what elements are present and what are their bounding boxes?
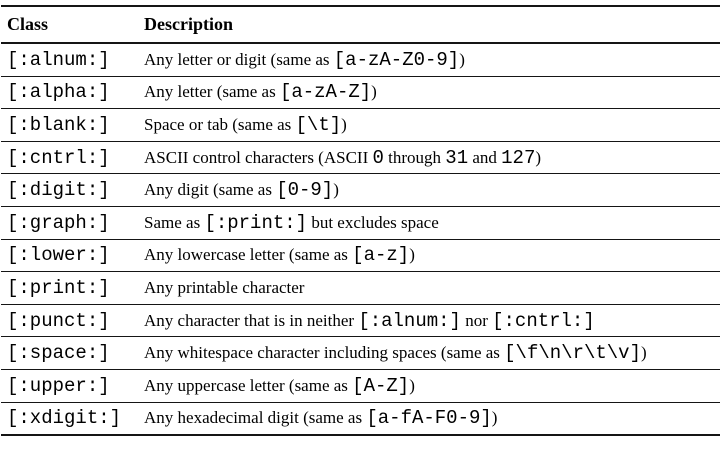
description-cell: Any digit (same as [0-9]) xyxy=(144,173,720,207)
description-text: Same as xyxy=(144,212,205,232)
code-text: [\t] xyxy=(295,113,342,136)
description-cell: Any hexadecimal digit (same as [a-fA-F0-… xyxy=(144,402,720,436)
code-text: [a-fA-F0-9] xyxy=(366,407,492,430)
description-text: and xyxy=(468,147,502,167)
table-row: [:space:]Any whitespace character includ… xyxy=(1,336,720,370)
table-row: [:punct:]Any character that is in neithe… xyxy=(1,304,720,338)
description-cell: Same as [:print:] but excludes space xyxy=(144,206,720,240)
class-cell: [:blank:] xyxy=(1,108,144,142)
table-row: [:digit:]Any digit (same as [0-9]) xyxy=(1,173,720,207)
description-cell: ASCII control characters (ASCII 0 throug… xyxy=(144,141,720,175)
class-cell: [:cntrl:] xyxy=(1,141,144,175)
table-row: [:print:]Any printable character xyxy=(1,271,720,305)
class-cell: [:punct:] xyxy=(1,304,144,338)
description-text: nor xyxy=(460,310,493,330)
description-text: Any whitespace character including space… xyxy=(144,343,505,363)
description-text: ) xyxy=(640,343,647,363)
description-text: ) xyxy=(333,180,339,200)
description-text: Any character that is in neither xyxy=(144,310,359,330)
column-header-class: Class xyxy=(1,6,144,44)
code-text: [:cntrl:] xyxy=(492,309,595,332)
code-text: [:alnum:] xyxy=(358,309,461,332)
description-text: ) xyxy=(491,408,498,428)
code-text: [a-z] xyxy=(352,244,410,267)
description-text: ) xyxy=(459,49,465,69)
class-cell: [:alpha:] xyxy=(1,76,144,110)
description-text: Any letter (same as xyxy=(144,82,280,102)
description-cell: Space or tab (same as [\t]) xyxy=(144,108,720,142)
description-cell: Any lowercase letter (same as [a-z]) xyxy=(144,239,720,273)
class-cell: [:digit:] xyxy=(1,173,144,207)
code-text: [0-9] xyxy=(276,179,334,202)
code-text: [a-zA-Z0-9] xyxy=(333,48,460,71)
table-row: [:cntrl:]ASCII control characters (ASCII… xyxy=(1,141,720,175)
description-cell: Any whitespace character including space… xyxy=(144,336,720,370)
class-cell: [:lower:] xyxy=(1,239,144,273)
class-cell: [:print:] xyxy=(1,271,144,305)
class-cell: [:xdigit:] xyxy=(1,402,144,436)
description-text: ) xyxy=(409,375,415,395)
code-text: [\f\n\r\t\v] xyxy=(504,342,641,365)
table-body: [:alnum:]Any letter or digit (same as [a… xyxy=(1,43,720,436)
description-text: through xyxy=(383,147,446,167)
table-header: Class Description xyxy=(1,6,720,44)
description-cell: Any letter or digit (same as [a-zA-Z0-9]… xyxy=(144,43,720,77)
description-text: Any letter or digit (same as xyxy=(144,49,334,69)
code-text: [A-Z] xyxy=(352,374,410,397)
table-row: [:alpha:]Any letter (same as [a-zA-Z]) xyxy=(1,76,720,110)
table-row: [:blank:]Space or tab (same as [\t]) xyxy=(1,108,720,142)
table-row: [:xdigit:]Any hexadecimal digit (same as… xyxy=(1,402,720,436)
description-text: but excludes space xyxy=(307,212,439,232)
description-text: ) xyxy=(409,245,415,265)
description-text: Any digit (same as xyxy=(144,180,277,200)
posix-character-class-table: Class Description [:alnum:]Any letter or… xyxy=(1,5,720,437)
description-text: Any hexadecimal digit (same as xyxy=(144,408,367,428)
table-row: [:lower:]Any lowercase letter (same as [… xyxy=(1,239,720,273)
code-text: 31 xyxy=(445,146,469,169)
description-text: ) xyxy=(371,82,377,102)
description-cell: Any printable character xyxy=(144,271,720,305)
table-row: [:graph:]Same as [:print:] but excludes … xyxy=(1,206,720,240)
header-row: Class Description xyxy=(1,6,720,44)
table-row: [:alnum:]Any letter or digit (same as [a… xyxy=(1,43,720,77)
description-text: Any lowercase letter (same as xyxy=(144,245,353,265)
description-cell: Any character that is in neither [:alnum… xyxy=(144,304,720,338)
description-text: Space or tab (same as xyxy=(144,114,296,134)
description-cell: Any uppercase letter (same as [A-Z]) xyxy=(144,369,720,403)
description-text: ) xyxy=(535,147,542,167)
code-text: [a-zA-Z] xyxy=(279,81,372,104)
code-text: 127 xyxy=(501,146,536,169)
table-row: [:upper:]Any uppercase letter (same as [… xyxy=(1,369,720,403)
description-text: ) xyxy=(341,114,347,134)
description-text: Any uppercase letter (same as xyxy=(144,375,353,395)
code-text: [:print:] xyxy=(204,211,308,234)
code-text: 0 xyxy=(372,146,384,169)
description-text: ASCII control characters (ASCII xyxy=(144,147,373,167)
class-cell: [:alnum:] xyxy=(1,43,144,77)
description-cell: Any letter (same as [a-zA-Z]) xyxy=(144,76,720,110)
class-cell: [:space:] xyxy=(1,336,144,370)
column-header-description: Description xyxy=(144,6,720,44)
class-cell: [:upper:] xyxy=(1,369,144,403)
class-cell: [:graph:] xyxy=(1,206,144,240)
description-text: Any printable character xyxy=(144,277,305,297)
